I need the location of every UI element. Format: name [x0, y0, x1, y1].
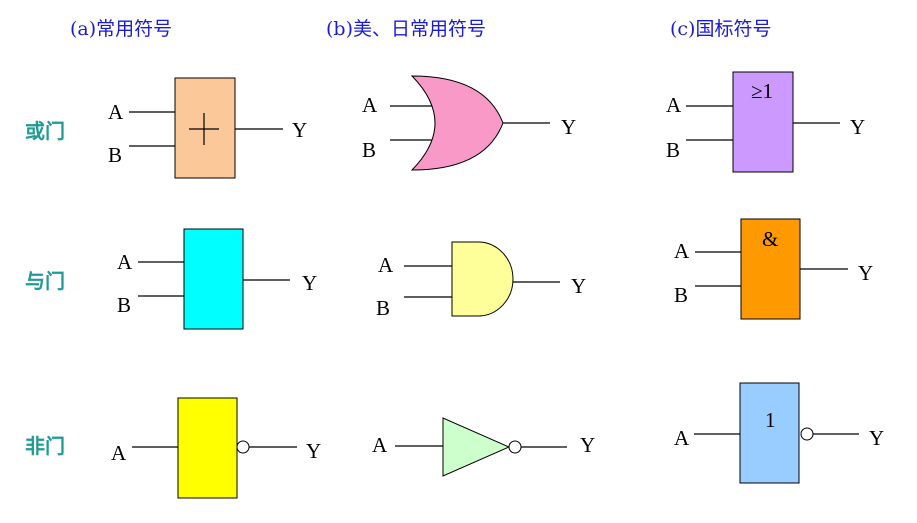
header-national-symbols: (c)国标符号 [670, 18, 771, 40]
not-gate-national-body [739, 382, 800, 484]
pin-a-label: A [117, 250, 133, 274]
or-national-symbol: ≥1 [751, 79, 773, 103]
and-national-symbol: & [762, 227, 778, 251]
and-gate-us-body [451, 241, 514, 317]
pin-y-label: Y [561, 115, 576, 139]
row-label-and-gate: 与门 [25, 269, 65, 293]
or-gate-us: A B Y [362, 75, 576, 171]
pin-a-label: A [674, 239, 690, 263]
or-gate-national-body [732, 71, 794, 173]
header-common-symbols: (a)常用符号 [70, 18, 172, 40]
not-gate-national-inversion-bubble [800, 427, 814, 441]
pin-a-label: A [378, 253, 394, 277]
pin-a-label: A [674, 426, 690, 450]
and-gate-us: A B Y [376, 241, 586, 320]
or-gate-us-body [410, 75, 504, 171]
header-us-japan-symbols: (b)美、日常用符号 [326, 18, 486, 40]
pin-y-label: Y [292, 118, 307, 142]
row-label-or-gate: 或门 [25, 119, 65, 143]
row-label-not-gate: 非门 [25, 434, 65, 458]
pin-y-label: Y [302, 271, 317, 295]
pin-b-label: B [674, 283, 688, 307]
pin-b-label: B [666, 138, 680, 162]
and-gate-national: & A B Y [674, 218, 873, 320]
not-gate-common: A Y [111, 397, 321, 499]
or-gate-common: A B Y [108, 77, 307, 179]
pin-y-label: Y [580, 433, 595, 457]
pin-a-label: A [108, 100, 124, 124]
not-gate-us: A Y [372, 417, 595, 477]
pin-y-label: Y [869, 426, 884, 450]
and-gate-national-body [740, 218, 801, 320]
not-national-symbol: 1 [765, 408, 776, 432]
pin-y-label: Y [850, 115, 865, 139]
pin-a-label: A [372, 433, 388, 457]
pin-b-label: B [117, 293, 131, 317]
or-gate-common-body [174, 77, 236, 179]
pin-b-label: B [108, 143, 122, 167]
and-gate-common: A B Y [117, 228, 317, 330]
not-gate-national: 1 A Y [674, 382, 884, 484]
not-gate-us-body [442, 417, 511, 477]
not-gate-common-inversion-bubble [236, 440, 250, 454]
pin-a-label: A [666, 93, 682, 117]
and-gate-common-body [183, 228, 244, 330]
or-gate-national: ≥1 A B Y [666, 71, 865, 173]
not-gate-common-body [177, 397, 238, 499]
not-gate-us-inversion-bubble [508, 440, 522, 454]
pin-a-label: A [111, 441, 127, 465]
pin-y-label: Y [571, 274, 586, 298]
pin-y-label: Y [858, 261, 873, 285]
pin-y-label: Y [306, 439, 321, 463]
pin-b-label: B [376, 296, 390, 320]
pin-b-label: B [362, 138, 376, 162]
pin-a-label: A [362, 93, 378, 117]
